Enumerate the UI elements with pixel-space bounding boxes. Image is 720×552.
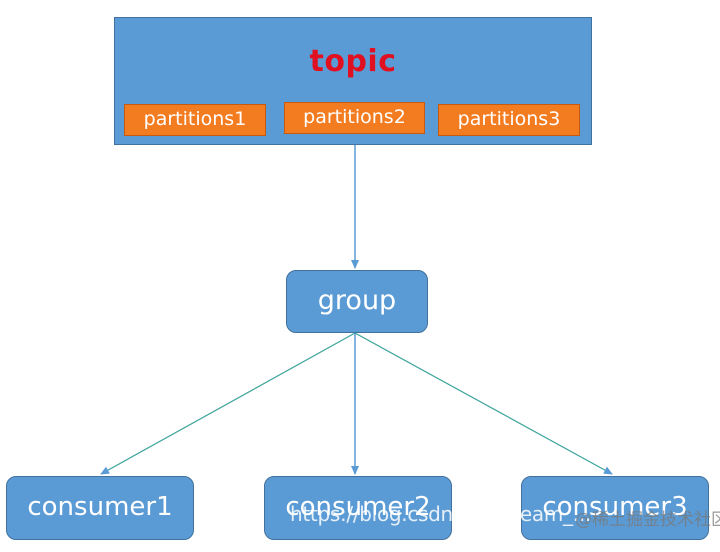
topic-title: topic [309,44,397,79]
partition-node-3: partitions3 [438,104,580,136]
consumer-node-2: consumer2 [264,476,452,540]
watermark-url: https://blog.csdn.net/Dream_... [290,502,591,526]
consumer-node-3: consumer3 [521,476,709,540]
watermark-handle: @稀土掘金技术社区 [575,510,720,530]
edge-group-to-consumer3 [354,332,613,475]
consumer-node-1: consumer1 [6,476,194,540]
topic-node: topic partitions1 partitions2 partitions… [114,17,592,145]
partition-node-2: partitions2 [284,102,425,134]
edge-group-to-consumer1 [100,332,356,475]
partition-node-1: partitions1 [124,104,266,136]
group-node: group [286,270,428,333]
